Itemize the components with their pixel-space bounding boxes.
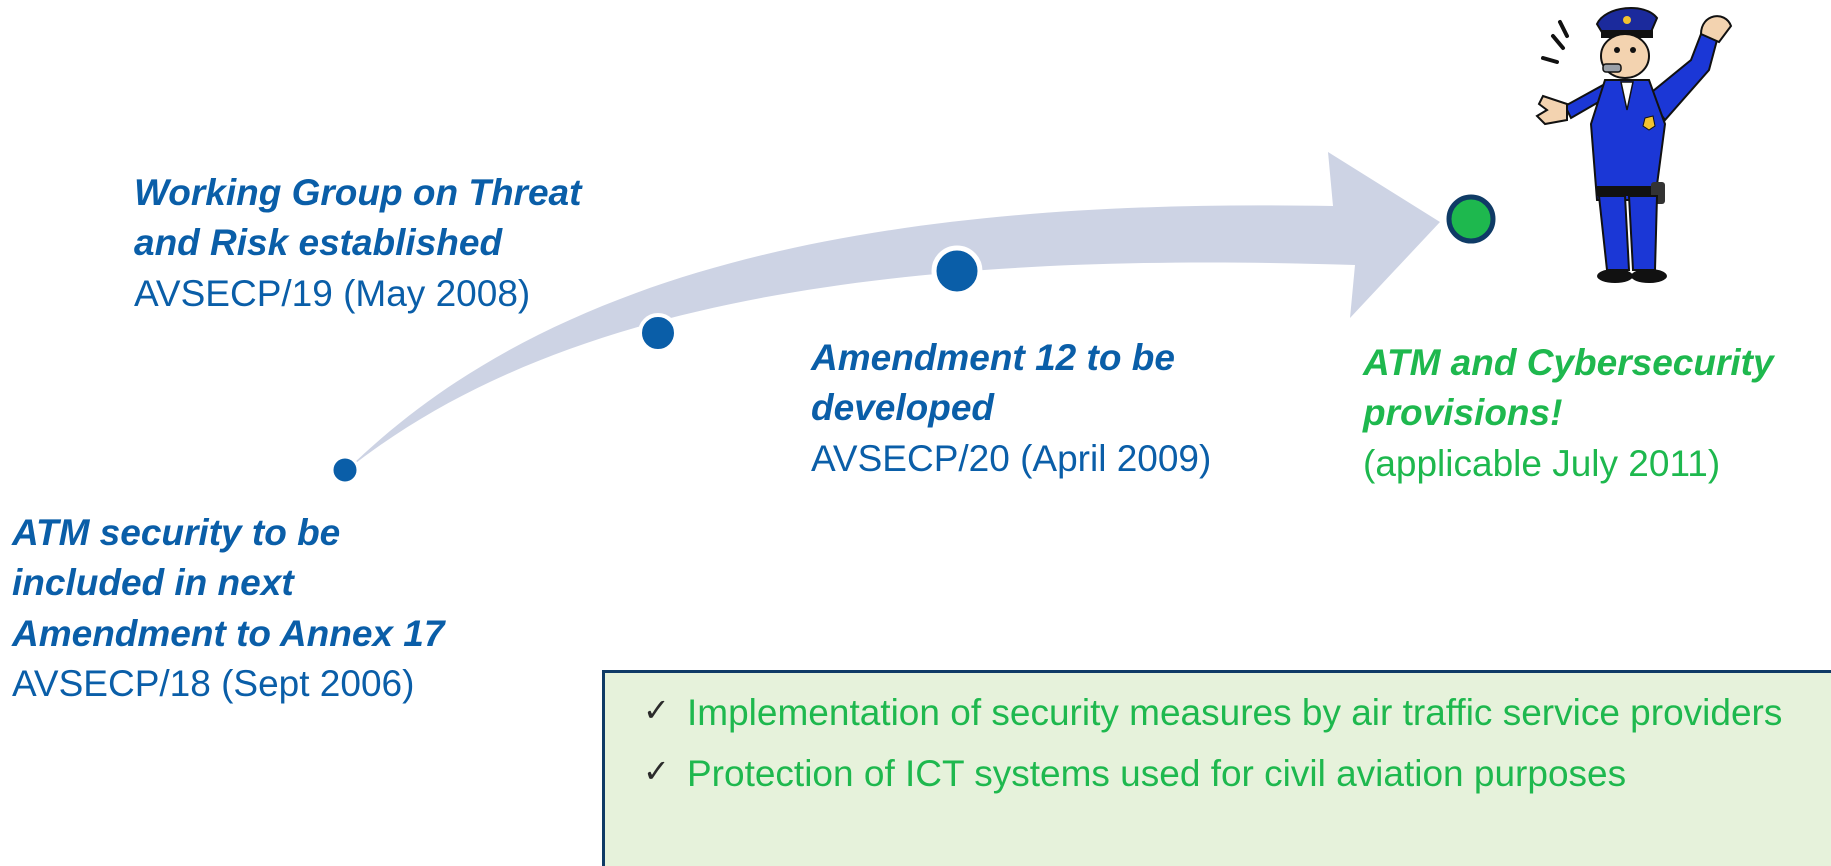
milestone-subtitle: AVSECP/18 (Sept 2006) (12, 662, 415, 704)
provision-item: ✓ Protection of ICT systems used for civ… (625, 750, 1811, 799)
milestone-annex17: ATM security to be included in next Amen… (12, 508, 532, 709)
milestone-title-line: provisions! (1363, 392, 1563, 434)
milestone-dot-2 (638, 313, 678, 353)
milestone-title-line: included in next (12, 562, 294, 604)
milestone-title-line: developed (811, 387, 994, 429)
milestone-title-line: Amendment to Annex 17 (12, 612, 445, 654)
milestone-subtitle: (applicable July 2011) (1363, 442, 1721, 484)
curved-arrow (347, 152, 1440, 470)
check-icon: ✓ (643, 751, 670, 790)
provision-text: Implementation of security measures by a… (687, 692, 1783, 733)
provision-text: Protection of ICT systems used for civil… (687, 752, 1627, 794)
milestone-title-line: and Risk established (134, 222, 503, 264)
milestone-dot-3 (931, 245, 983, 297)
milestone-dot-1 (330, 455, 360, 485)
policeman-whistle-icon (1535, 6, 1733, 283)
milestone-title-line: Amendment 12 to be (811, 337, 1175, 378)
milestone-title-line: ATM and Cybersecurity (1363, 342, 1774, 383)
provisions-box: ✓ Implementation of security measures by… (602, 670, 1831, 866)
milestone-subtitle: AVSECP/20 (April 2009) (811, 437, 1212, 479)
milestone-title-line: Working Group on Threat (134, 172, 582, 213)
milestone-cybersecurity-provisions: ATM and Cybersecurity provisions! (appli… (1363, 338, 1831, 489)
milestone-title-line: ATM security to be (12, 512, 341, 553)
milestone-dot-4 (1446, 194, 1496, 244)
provision-item: ✓ Implementation of security measures by… (625, 689, 1811, 738)
check-icon: ✓ (643, 691, 670, 729)
milestone-working-group: Working Group on Threat and Risk establi… (134, 168, 674, 319)
milestone-subtitle: AVSECP/19 (May 2008) (134, 272, 531, 314)
milestone-amendment-12: Amendment 12 to be developed AVSECP/20 (… (811, 333, 1291, 484)
